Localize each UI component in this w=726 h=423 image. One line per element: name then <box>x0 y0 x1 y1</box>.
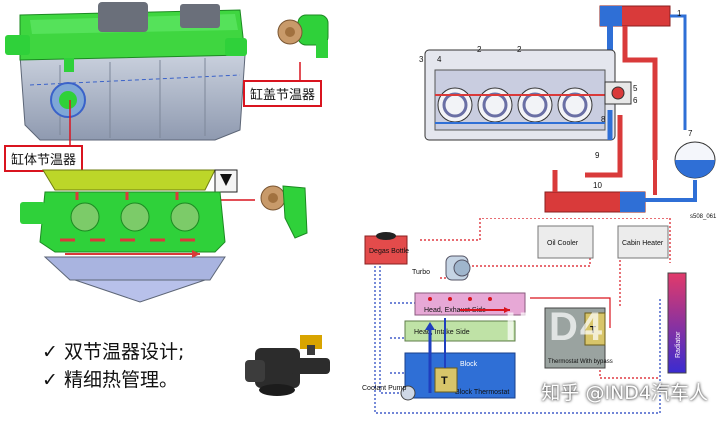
label-9: 9 <box>595 151 600 160</box>
head-exhaust-label: Head, Exhaust Side <box>424 307 486 314</box>
degas-bottle <box>364 235 408 265</box>
thermostat-bypass-label: Thermostat With bypass <box>548 359 613 365</box>
oil-cooler-label: Oil Cooler <box>547 240 579 247</box>
label-6: 6 <box>633 96 638 105</box>
block-thermostat-label-en: Block Thermostat <box>455 389 509 396</box>
label-4: 4 <box>437 55 442 64</box>
svg-text:T: T <box>441 375 448 387</box>
oil-cooler-box <box>537 225 594 259</box>
label-2a: 2 <box>477 45 482 54</box>
cabin-heater-label: Cabin Heater <box>622 240 664 247</box>
degas-bottle-label: Degas Bottle <box>369 248 409 255</box>
label-5: 5 <box>633 84 638 93</box>
label-7: 7 <box>688 129 693 138</box>
block-thermostat-image <box>260 185 308 239</box>
label-1: 1 <box>677 9 682 18</box>
turbo-label: Turbo <box>412 269 430 276</box>
head-thermostat-label: 缸盖节温器 <box>243 80 323 107</box>
coolant-pump-icon <box>400 385 416 401</box>
thermostat-housing-photo <box>245 335 330 396</box>
radiator-bar <box>667 272 687 374</box>
engine-block-illustration <box>5 2 247 141</box>
label-2b: 2 <box>517 45 522 54</box>
coolant-jacket-illustration <box>20 169 238 303</box>
coolant-pump-label: Coolant Pump <box>362 385 406 392</box>
head-thermostat-image <box>277 14 329 58</box>
label-8: 8 <box>601 115 606 124</box>
svg-text:T: T <box>590 325 596 336</box>
bullet-dual-thermostat: ✓双节温器设计; <box>42 341 185 363</box>
watermark-text: 知乎 @IND4汽车人 <box>541 382 708 404</box>
label-3: 3 <box>419 55 424 64</box>
watermark-logo: IND4 <box>505 305 605 349</box>
block-label: Block <box>460 361 478 368</box>
radiator-label: Radiator <box>675 331 682 358</box>
head-intake-label: Head, Intake Side <box>414 329 470 336</box>
cooling-circuit-diagram: 1 2 2 3 4 5 6 7 8 9 10 s508_061 <box>419 5 717 220</box>
cabin-heater-box <box>617 225 669 259</box>
feature-bullets: ✓双节温器设计; ✓精细热管理。 <box>42 338 184 394</box>
label-10: 10 <box>593 181 602 190</box>
block-box <box>404 352 516 399</box>
diagram-code: s508_061 <box>690 214 717 220</box>
coolant-flow-diagram: Degas Bottle Turbo Oil Cooler Cabin Heat… <box>362 218 687 414</box>
bullet-thermal-management: ✓精细热管理。 <box>42 369 179 391</box>
